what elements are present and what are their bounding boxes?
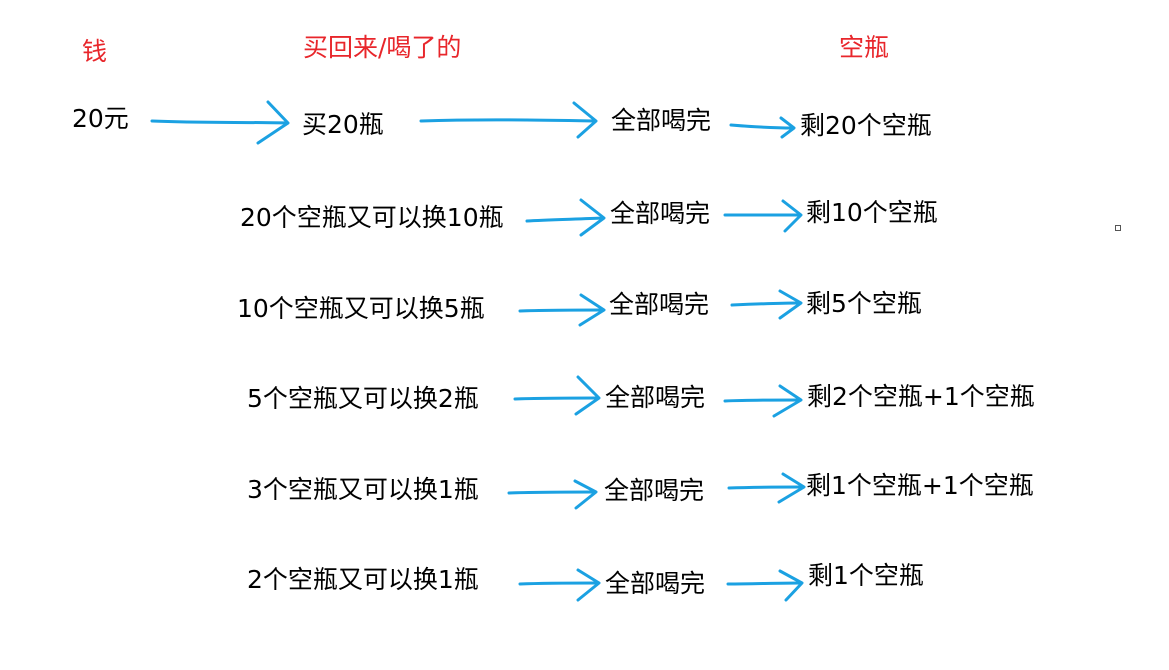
row-2-result: 剩5个空瓶 bbox=[806, 289, 922, 318]
row-1-action: 全部喝完 bbox=[610, 199, 711, 228]
row-0-result: 剩20个空瓶 bbox=[800, 111, 932, 140]
arrow-row-3-action-to-result bbox=[723, 384, 803, 418]
header-money: 钱 bbox=[82, 37, 108, 66]
row-4-source: 3个空瓶又可以换1瓶 bbox=[247, 475, 479, 504]
arrow-row-2-action-to-result bbox=[730, 289, 803, 320]
row-1-result: 剩10个空瓶 bbox=[806, 198, 938, 227]
row-4-result: 剩1个空瓶+1个空瓶 bbox=[806, 471, 1034, 500]
arrow-row-5-action-to-result bbox=[726, 569, 804, 602]
header-bought-drunk: 买回来/喝了的 bbox=[303, 33, 462, 62]
header-empty-bottles: 空瓶 bbox=[839, 33, 890, 62]
row-3-source: 5个空瓶又可以换2瓶 bbox=[247, 384, 479, 413]
arrow-row-3-source-to-action bbox=[513, 375, 601, 416]
row-3-action: 全部喝完 bbox=[605, 383, 706, 412]
arrow-row-0-action-to-result bbox=[729, 116, 796, 139]
row-2-action: 全部喝完 bbox=[609, 290, 710, 319]
arrow-row-2-source-to-action bbox=[518, 293, 606, 327]
row-5-result: 剩1个空瓶 bbox=[808, 561, 924, 590]
arrow-row-4-source-to-action bbox=[507, 479, 598, 510]
row-3-result: 剩2个空瓶+1个空瓶 bbox=[807, 382, 1035, 411]
arrow-money-to-row-0 bbox=[150, 100, 290, 145]
row-5-source: 2个空瓶又可以换1瓶 bbox=[247, 565, 479, 594]
arrow-row-0-source-to-action bbox=[419, 101, 598, 139]
stray-marker bbox=[1115, 225, 1121, 231]
row-4-action: 全部喝完 bbox=[604, 476, 705, 505]
arrow-row-5-source-to-action bbox=[518, 568, 601, 602]
arrow-row-4-action-to-result bbox=[727, 472, 806, 504]
arrow-row-1-action-to-result bbox=[723, 199, 803, 233]
money-amount: 20元 bbox=[72, 104, 129, 133]
row-0-source: 买20瓶 bbox=[302, 110, 384, 139]
row-1-source: 20个空瓶又可以换10瓶 bbox=[240, 203, 504, 232]
row-2-source: 10个空瓶又可以换5瓶 bbox=[237, 294, 485, 323]
row-0-action: 全部喝完 bbox=[611, 106, 712, 135]
row-5-action: 全部喝完 bbox=[605, 569, 706, 598]
arrow-row-1-source-to-action bbox=[525, 198, 606, 237]
